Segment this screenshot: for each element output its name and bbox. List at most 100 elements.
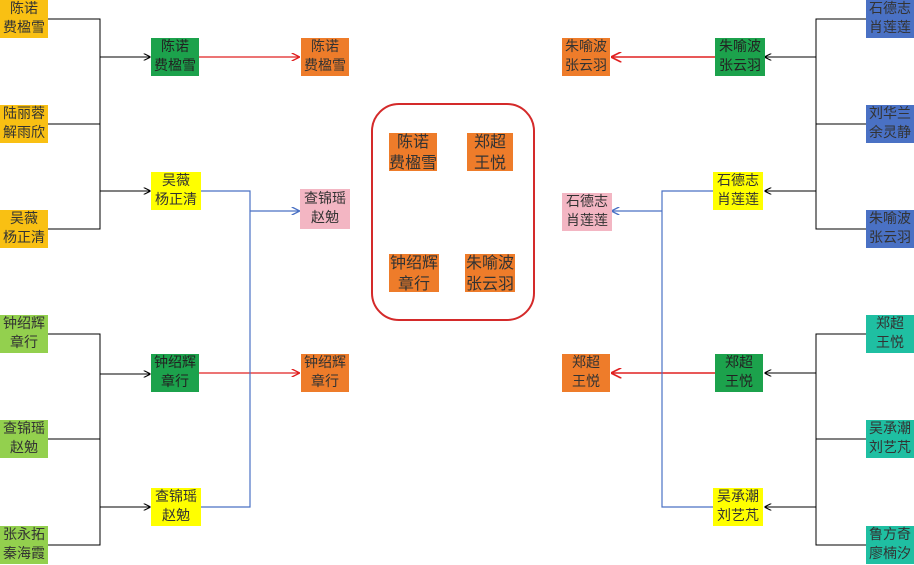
team-name: 章行	[10, 335, 38, 351]
team-name: 钟绍辉	[154, 355, 196, 371]
team-name: 费楹雪	[389, 153, 438, 172]
connector-r1-group3	[765, 333, 866, 440]
team-name: 查锦瑶	[155, 489, 197, 505]
connector-l1-group1	[48, 18, 150, 125]
right-r1-team-3: 朱喻波 张云羽	[866, 210, 914, 248]
team-name: 杨正清	[3, 230, 45, 246]
left-r3-team-1: 陈诺 费楹雪	[301, 38, 349, 76]
connector-r1-group2	[765, 123, 866, 230]
team-name: 杨正清	[155, 192, 197, 208]
team-name: 刘艺芃	[869, 440, 911, 456]
team-name: 张云羽	[565, 58, 607, 74]
team-name: 刘华兰	[869, 106, 911, 122]
team-name: 鲁方奇	[869, 527, 911, 543]
connector-r1-group4	[765, 438, 866, 546]
team-name: 余灵静	[869, 125, 911, 141]
team-name: 查锦瑶	[3, 421, 45, 437]
team-name: 刘艺芃	[717, 508, 759, 524]
team-name: 石德志	[566, 194, 608, 210]
team-name: 章行	[397, 274, 430, 293]
left-r2-team-1: 陈诺 费楹雪	[151, 38, 199, 76]
connector-l1-group3	[48, 333, 150, 440]
center-team-4: 朱喻波 张云羽	[465, 253, 515, 293]
team-name: 吴承潮	[869, 421, 911, 437]
team-name: 钟绍辉	[389, 253, 438, 272]
left-r2-team-2: 吴薇 杨正清	[151, 172, 201, 210]
left-r1-team-4: 钟绍辉 章行	[0, 315, 48, 353]
right-r1-team-2: 刘华兰 余灵静	[866, 105, 914, 143]
right-r3-team-1: 朱喻波 张云羽	[562, 38, 610, 76]
team-name: 解雨欣	[3, 125, 45, 141]
team-name: 张云羽	[719, 58, 761, 74]
team-name: 朱喻波	[869, 211, 911, 227]
team-name: 陈诺	[311, 39, 339, 55]
team-name: 朱喻波	[565, 39, 607, 55]
left-r1-team-5: 查锦瑶 赵勉	[0, 420, 48, 458]
left-r3-team-3: 钟绍辉 章行	[301, 354, 349, 392]
team-name: 费楹雪	[3, 20, 45, 36]
right-r2-team-4: 吴承潮 刘艺芃	[713, 488, 763, 526]
team-name: 吴薇	[10, 211, 38, 227]
connector-r2-blue	[612, 190, 713, 508]
team-name: 郑超	[876, 316, 904, 332]
right-r1-team-1: 石德志 肖莲莲	[866, 0, 914, 38]
team-name: 秦海霞	[3, 546, 45, 562]
team-name: 查锦瑶	[304, 191, 346, 207]
center-team-3: 钟绍辉 章行	[389, 253, 439, 293]
right-r3-team-2: 石德志 肖莲莲	[562, 193, 612, 231]
left-r2-team-3: 钟绍辉 章行	[151, 354, 199, 392]
right-r2-team-3: 郑超 王悦	[715, 354, 763, 392]
team-name: 肖莲莲	[717, 192, 759, 208]
team-name: 肖莲莲	[869, 20, 911, 36]
team-name: 赵勉	[162, 508, 190, 524]
center-team-1: 陈诺 费楹雪	[389, 132, 438, 172]
left-r1-team-3: 吴薇 杨正清	[0, 210, 48, 248]
right-r1-team-4: 郑超 王悦	[866, 315, 914, 353]
team-name: 王悦	[473, 153, 506, 172]
team-name: 朱喻波	[719, 39, 761, 55]
team-name: 张云羽	[869, 230, 911, 246]
team-name: 费楹雪	[154, 58, 196, 74]
team-name: 章行	[161, 374, 189, 390]
final-four-frame	[371, 103, 535, 321]
team-name: 郑超	[473, 132, 506, 151]
team-name: 钟绍辉	[3, 316, 45, 332]
team-name: 石德志	[717, 173, 759, 189]
connector-l1-group4	[48, 438, 150, 546]
team-name: 王悦	[572, 374, 600, 390]
right-r2-team-2: 石德志 肖莲莲	[713, 172, 763, 210]
team-name: 陆丽蓉	[3, 106, 45, 122]
left-r3-team-2: 查锦瑶 赵勉	[300, 189, 350, 229]
connector-l2-blue	[201, 190, 299, 508]
team-name: 肖莲莲	[566, 213, 608, 229]
team-name: 石德志	[869, 1, 911, 17]
left-r1-team-1: 陈诺 费楹雪	[0, 0, 48, 38]
team-name: 钟绍辉	[304, 355, 346, 371]
right-r1-team-6: 鲁方奇 廖楠汐	[866, 526, 914, 564]
team-name: 赵勉	[311, 210, 339, 226]
team-name: 章行	[311, 374, 339, 390]
connector-r1-group1	[765, 18, 866, 125]
team-name: 赵勉	[10, 440, 38, 456]
team-name: 王悦	[725, 374, 753, 390]
team-name: 朱喻波	[465, 253, 514, 272]
right-r2-team-1: 朱喻波 张云羽	[715, 38, 765, 76]
team-name: 张永拓	[3, 527, 45, 543]
right-r1-team-5: 吴承潮 刘艺芃	[866, 420, 914, 458]
center-team-2: 郑超 王悦	[467, 132, 513, 172]
left-r2-team-4: 查锦瑶 赵勉	[151, 488, 201, 526]
team-name: 廖楠汐	[869, 546, 911, 562]
left-r1-team-6: 张永拓 秦海霞	[0, 526, 48, 564]
team-name: 张云羽	[465, 274, 514, 293]
team-name: 吴承潮	[717, 489, 759, 505]
right-r3-team-3: 郑超 王悦	[562, 354, 610, 392]
connector-l1-group2	[48, 123, 150, 230]
team-name: 陈诺	[161, 39, 189, 55]
team-name: 郑超	[725, 355, 753, 371]
team-name: 郑超	[572, 355, 600, 371]
team-name: 费楹雪	[304, 58, 346, 74]
left-r1-team-2: 陆丽蓉 解雨欣	[0, 105, 48, 143]
team-name: 王悦	[876, 335, 904, 351]
